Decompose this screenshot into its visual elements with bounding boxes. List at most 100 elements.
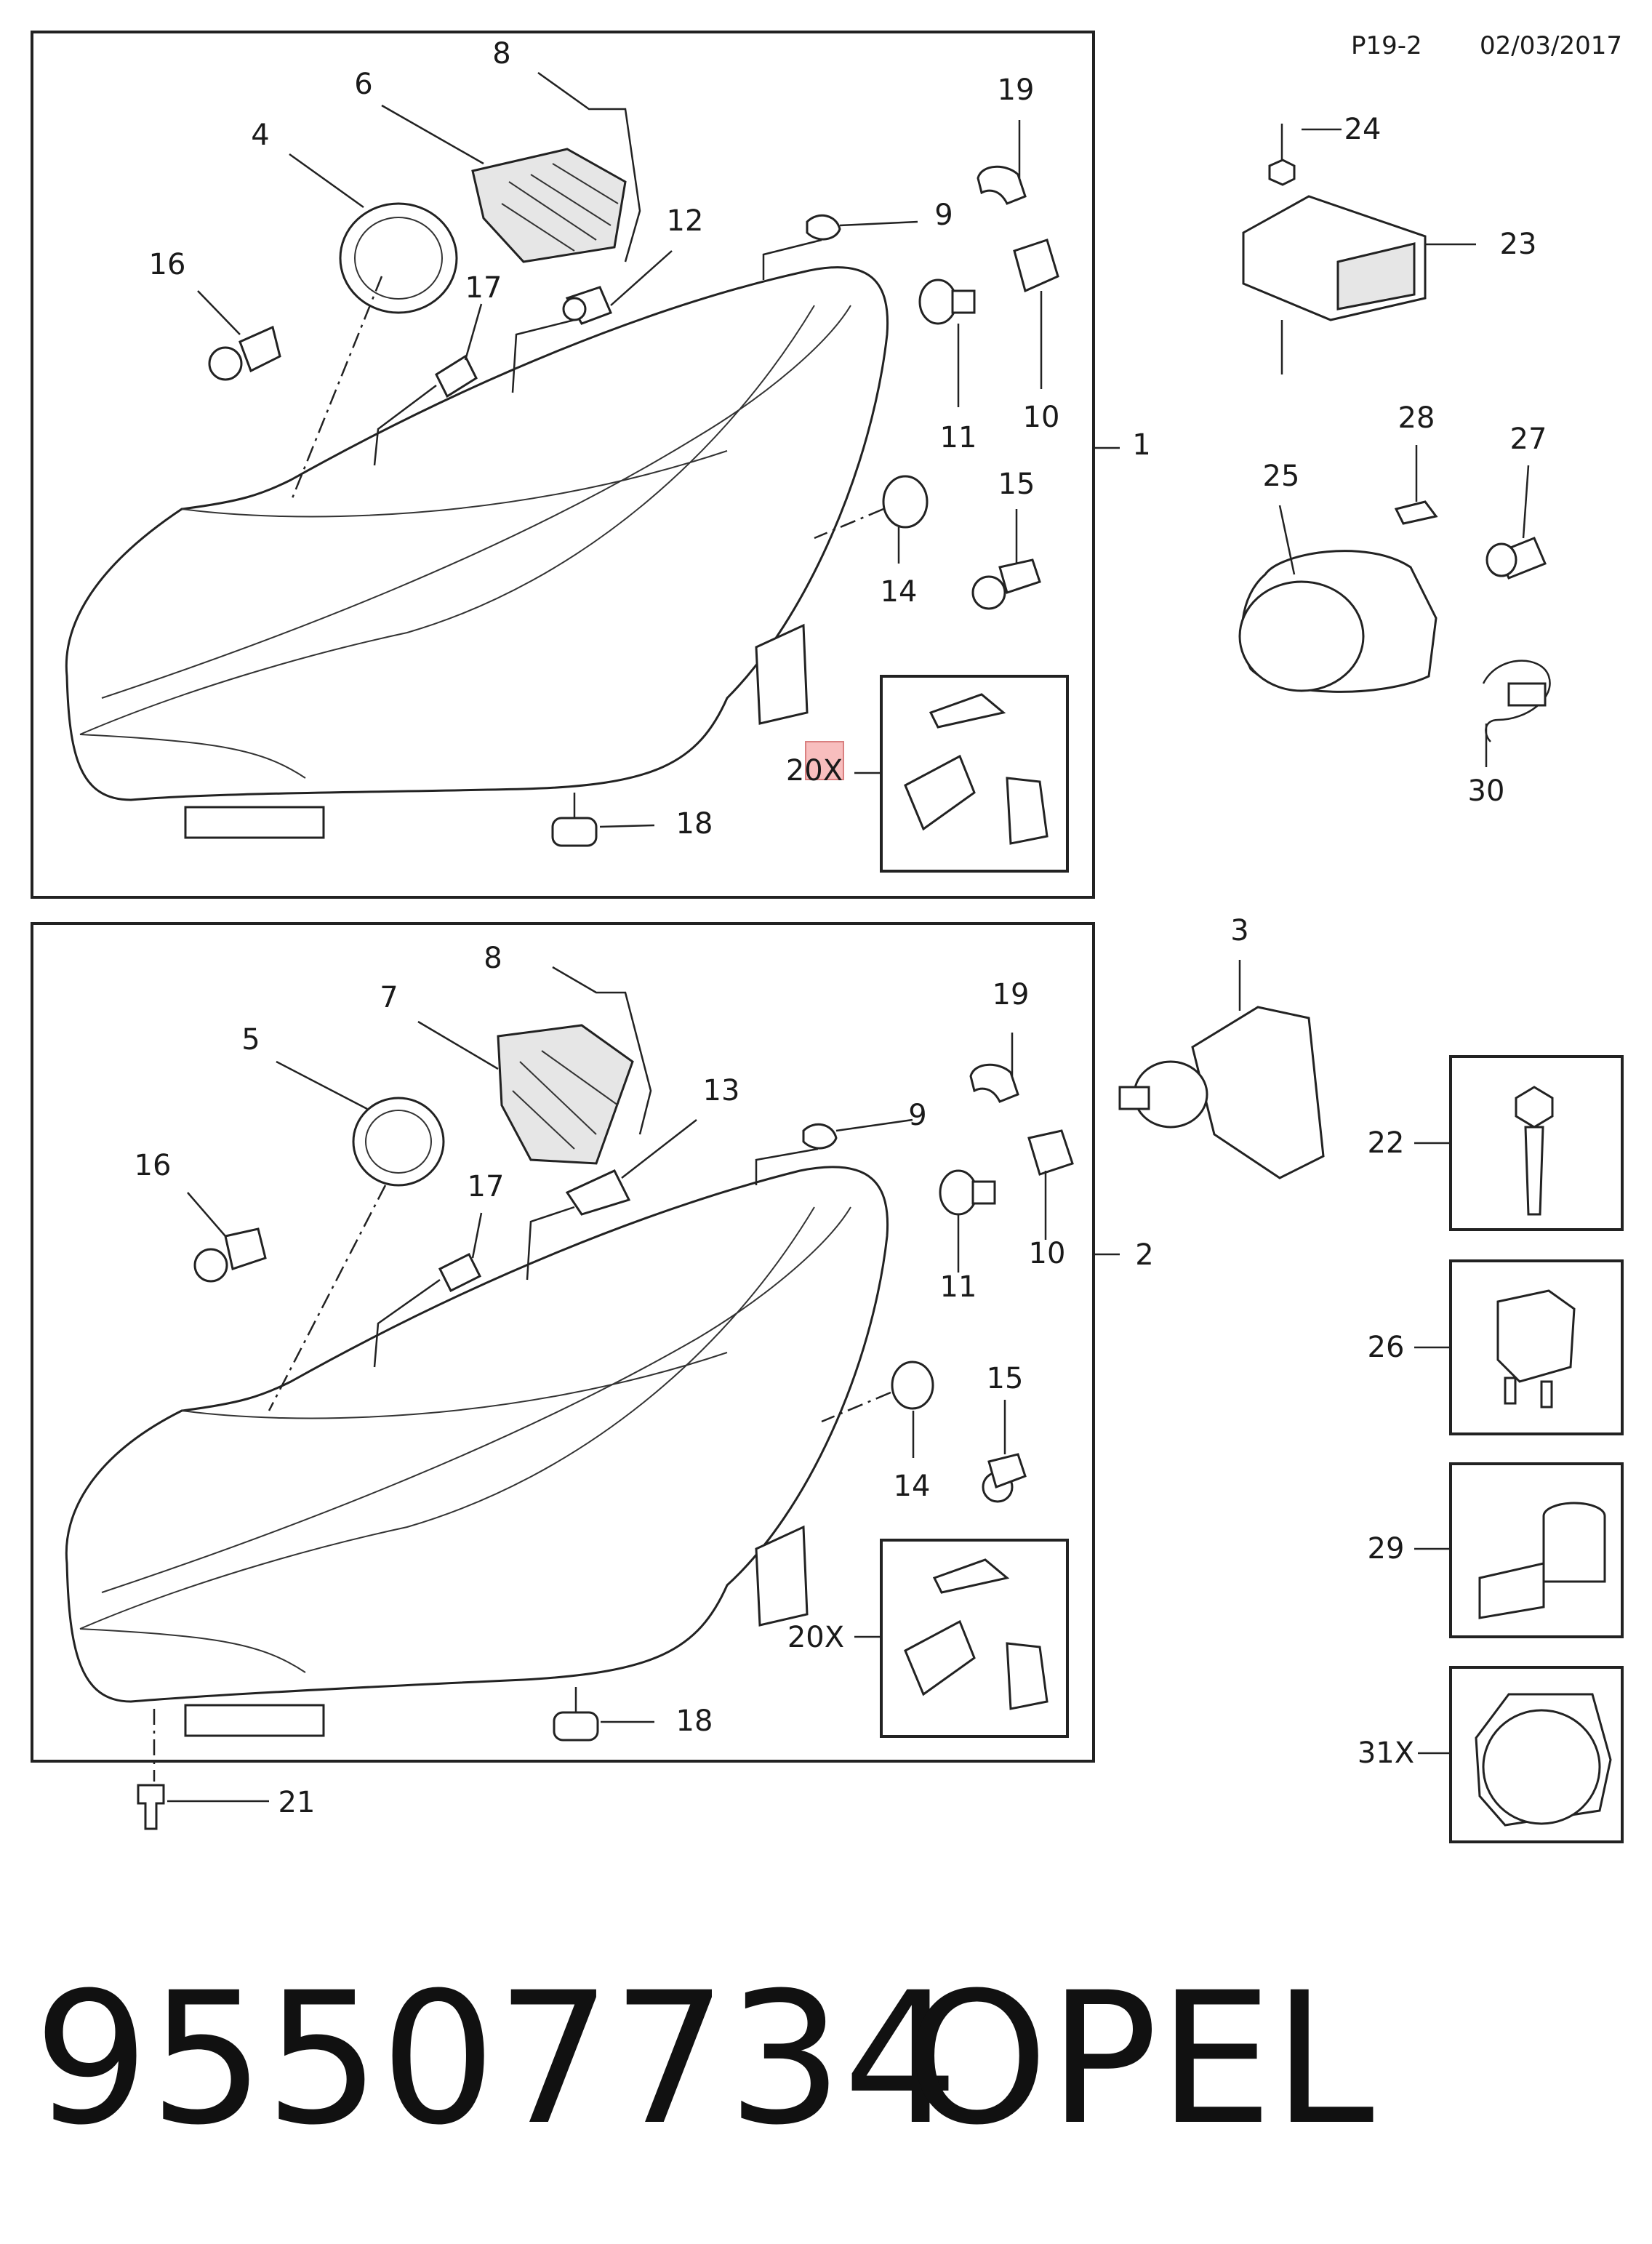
leader-clip-9 [762,239,822,280]
harness-30-connector [1507,682,1547,707]
assembly-1-frame [31,31,1095,899]
relay-part-26 [1496,1289,1576,1383]
callout-15: 15 [998,468,1035,501]
clip-part-9 [806,214,841,241]
callout-31x: 31X [1358,1736,1414,1770]
socket-part-10 [1013,239,1059,293]
callout-17: 17 [468,1170,505,1203]
socket-part-15 [987,1453,1027,1488]
callout-labels: 8 6 19 4 12 9 16 17 10 11 1 15 14 20X 18… [135,37,1547,1819]
headlamp-inner-line [101,1206,851,1593]
bulb-part-14 [882,475,929,529]
callout-19: 19 [993,978,1030,1011]
leader-bulb-13 [526,1206,575,1281]
callout-24: 24 [1344,113,1382,146]
bulb-12-globe [562,297,587,321]
bulb-part-14 [891,1361,934,1410]
callout-25: 25 [1263,460,1300,493]
callout-18: 18 [676,807,713,841]
callout-23: 23 [1500,228,1537,261]
callout-12: 12 [667,204,704,238]
leader-bulb-17 [373,1278,441,1368]
dust-cap-inner [354,217,443,300]
headlamp-housing [65,1166,889,1703]
callout-20x: 20X [787,1621,844,1654]
headlamp-bottom-bracket [184,806,325,839]
callout-9: 9 [934,199,953,232]
screw-22-head [1515,1086,1554,1129]
fog-lamp-31x-lens [1482,1709,1601,1825]
headlamp-side-bracket [755,1525,809,1627]
bulb-part-11 [918,279,958,325]
part-number: 95507734 [33,1953,958,2165]
bulb-part-15 [971,575,1006,610]
centerline-part-5 [268,1185,387,1411]
bulb-16-socket [224,1227,267,1270]
callout-2: 2 [1135,1238,1153,1272]
headlamp-lens-contour [79,305,815,779]
bulb-11-base [971,1180,996,1205]
inset-20x-piece-b [904,1619,976,1696]
callout-14: 14 [881,575,918,609]
socket-part-15 [998,558,1041,594]
inset-20x-piece-a [932,1558,1010,1594]
headlamp-lens-contour [79,1206,815,1673]
bulb-27-globe [1485,542,1517,577]
callout-18: 18 [676,1704,713,1738]
cap-29-body [1542,1516,1606,1583]
bulb-16-socket [238,325,281,373]
vent-mesh [512,1050,619,1150]
page-reference: P19-2 [1351,31,1422,60]
screw-part-28 [1394,500,1438,525]
inset-20x-piece-b [904,754,976,831]
leader-bulb-12 [511,318,575,393]
centerline-part-14 [821,1391,891,1423]
headlamp-side-bracket [755,623,809,725]
wire-clip-part-8 [537,71,641,263]
callout-27: 27 [1510,422,1547,456]
callout-9: 9 [908,1099,926,1132]
callout-10: 10 [1023,401,1060,434]
screw-22-shank [1524,1126,1544,1216]
centerline-part-14 [814,508,884,540]
callout-20x: 20X [786,754,843,788]
leveling-motor-ball [1118,1086,1150,1110]
grommet-part-18 [551,817,598,847]
fog-lamp-lens [1238,580,1365,692]
callout-17: 17 [465,271,502,305]
callout-30: 30 [1468,774,1505,808]
bulb-part-16 [193,1248,228,1283]
callout-7: 7 [380,981,398,1014]
control-module-connector [1336,242,1416,310]
screw-part-21 [137,1784,165,1830]
callout-26: 26 [1368,1331,1405,1364]
headlamp-assembly-left [31,31,1095,899]
headlamp-inner-line [101,305,851,699]
bulb-part-16 [208,346,243,381]
leader-bulb-17 [373,385,437,466]
bulb-11-base [951,289,976,314]
callout-5: 5 [241,1023,260,1057]
callout-16: 16 [135,1149,172,1182]
relay-pin-a [1504,1377,1517,1405]
headlamp-assembly-right [31,922,1095,1830]
inset-20x-piece-a [929,693,1006,729]
callout-28: 28 [1398,401,1435,435]
vent-mesh [501,163,619,252]
callout-8: 8 [492,37,510,71]
headlamp-bottom-bracket [184,1704,325,1737]
relay-pin-b [1540,1380,1553,1408]
bulb-part-11 [939,1169,978,1216]
diagram-date: 02/03/2017 [1480,31,1622,60]
vent-cover-part-6 [471,148,627,263]
socket-part-19 [969,1063,1019,1103]
vent-cover-part-7 [497,1024,634,1165]
headlamp-reflector-line [181,450,728,518]
callout-4: 4 [251,119,269,152]
box-part-31x [1449,1666,1624,1843]
callout-1: 1 [1132,428,1150,462]
callout-6: 6 [354,68,372,101]
selection-highlight [805,741,844,780]
assembly-2-frame [31,922,1095,1763]
bulb-part-13 [565,1169,631,1216]
